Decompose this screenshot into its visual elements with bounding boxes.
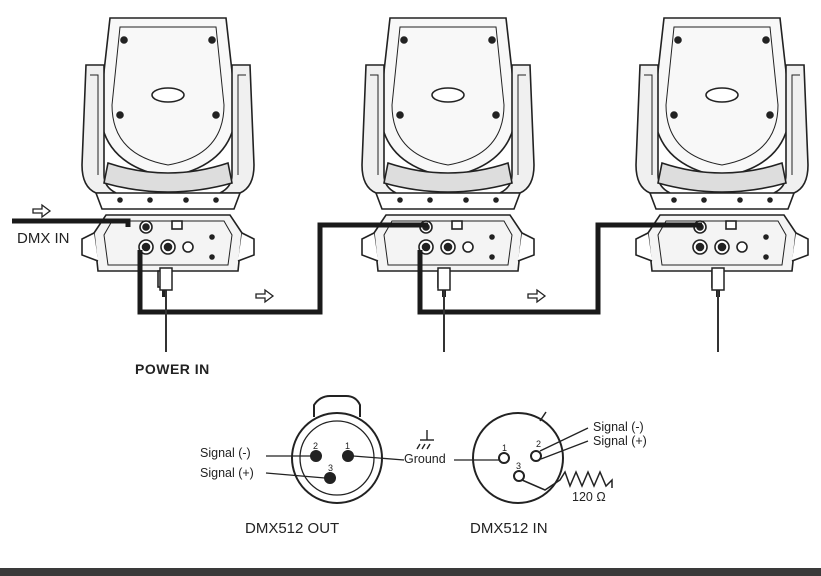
out-signal-neg-label: Signal (-) <box>200 446 251 460</box>
power-in-label: POWER IN <box>135 361 210 377</box>
arrow-icon <box>527 288 547 304</box>
in-pin-3: 3 <box>516 461 522 471</box>
dmx512-out-label: DMX512 OUT <box>245 520 340 537</box>
resistor-value-label: 120 Ω <box>572 490 606 504</box>
ground-icon <box>416 430 434 450</box>
ground-label: Ground <box>404 452 446 466</box>
xlr-in-connector <box>454 411 613 504</box>
dmx-link-cable-2 <box>417 222 702 315</box>
dmx-in-label: DMX IN <box>17 230 70 247</box>
in-pin-1: 1 <box>502 443 508 453</box>
dmx-in-cable <box>12 218 131 227</box>
bottom-bar <box>0 568 821 576</box>
out-pin-1: 1 <box>345 441 351 451</box>
out-pin-3: 3 <box>328 463 334 473</box>
resistor-icon <box>521 470 613 491</box>
xlr-out-connector <box>265 395 405 504</box>
moving-head-2 <box>361 17 535 298</box>
arrow-icon <box>32 203 52 219</box>
moving-head-3 <box>635 17 809 298</box>
moving-head-1 <box>81 17 255 298</box>
out-signal-pos-label: Signal (+) <box>200 466 254 480</box>
in-signal-neg-label: Signal (-) <box>593 420 644 434</box>
in-pin-2: 2 <box>536 439 542 449</box>
dmx512-in-label: DMX512 IN <box>470 520 548 537</box>
arrow-icon <box>255 288 275 304</box>
in-signal-pos-label: Signal (+) <box>593 434 647 448</box>
dmx-link-cable-1 <box>137 222 428 315</box>
out-pin-2: 2 <box>313 441 319 451</box>
